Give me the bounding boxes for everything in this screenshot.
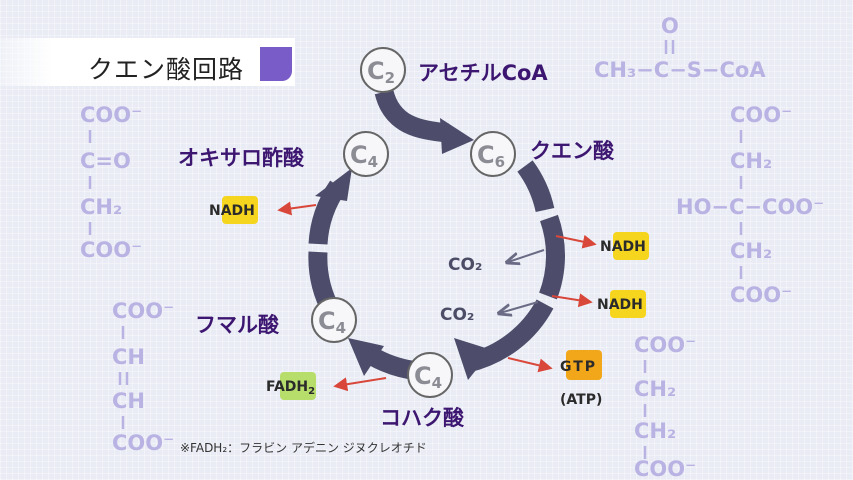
node-label: C4 (318, 307, 346, 337)
title-bar (0, 38, 295, 86)
gtp-badge: GTP (ATP) (560, 350, 602, 408)
badge-bg (222, 196, 258, 224)
node-circle (470, 131, 516, 177)
label-citrate: クエン酸 (530, 139, 615, 163)
citrate-formula: COO⁻ CH₂ HO−C−COO⁻ CH₂ COO⁻ (676, 103, 824, 307)
cycle-arrowhead (454, 338, 492, 380)
formula-line: CH₃−C−S−CoA (594, 58, 766, 82)
co2-label: CO₂ (448, 255, 482, 275)
formula-line: COO⁻ (80, 103, 142, 127)
label-succinate: コハク酸 (380, 406, 465, 430)
formula-line: COO⁻ (112, 299, 174, 323)
badge-text: NADH (597, 297, 643, 313)
node-fumar-c4: C4 (311, 297, 357, 343)
formula-line: COO⁻ (634, 457, 696, 480)
cycle-segment (539, 214, 565, 300)
badge-text: NADH (600, 239, 646, 255)
cycle-arrowhead (315, 168, 352, 201)
label-oxaloacetate: オキサロ酢酸 (178, 146, 305, 170)
title-accent-square (260, 47, 292, 81)
nadh-badge: NADH (597, 290, 646, 318)
fumarate-formula: COO⁻ CH CH COO⁻ (112, 299, 174, 455)
succinate-formula: COO⁻ CH₂ CH₂ COO⁻ (634, 333, 696, 480)
formula-line: CH₂ (80, 195, 122, 219)
badge-text: NADH (209, 203, 255, 219)
node-succ-c4: C4 (407, 352, 453, 398)
node-oxalo-c4: C4 (343, 131, 389, 177)
label-fumarate: フマル酸 (195, 313, 280, 337)
node-acetyl-c2: C2 (360, 47, 406, 93)
cycle-segment (517, 160, 555, 213)
nadh-arrow (277, 201, 317, 216)
footnote: ※FADH₂：フラビン アデニン ジヌクレオチド (180, 440, 427, 455)
node-citrate-c6: C6 (470, 131, 516, 177)
formula-line: CH₂ (730, 149, 772, 173)
formula-line: CH (112, 389, 145, 413)
label-acetyl-coa: アセチルCoA (418, 61, 548, 85)
node-circle (407, 352, 453, 398)
node-circle (360, 47, 406, 93)
formula-line: CH₂ (634, 377, 676, 401)
formula-line: CH (112, 345, 145, 369)
node-circle (311, 297, 357, 343)
node-label: C6 (477, 141, 505, 171)
co2-arrow (508, 249, 545, 262)
atp-label: (ATP) (560, 392, 602, 408)
badge-bg (610, 290, 646, 318)
co2-label: CO₂ (440, 305, 474, 325)
badge-bg (566, 350, 602, 380)
nadh-arrow (555, 234, 597, 249)
gtp-arrow (507, 357, 553, 373)
node-circle (343, 131, 389, 177)
fadh2-badge: FADH2 (266, 372, 316, 400)
formula-line: C=O (80, 149, 131, 173)
badge-text: FADH2 (266, 379, 315, 397)
node-label: C4 (414, 362, 442, 392)
entry-arrowhead (440, 118, 474, 154)
formula-line: CH₂ (730, 239, 772, 263)
formula-line: HO−C−COO⁻ (676, 195, 824, 219)
cycle-arrowhead (348, 338, 384, 376)
formula-line: COO⁻ (730, 283, 792, 307)
badge-text: GTP (560, 359, 597, 375)
acetyl-coa-formula: O CH₃−C−S−CoA (594, 14, 766, 82)
oxaloacetate-formula: COO⁻ C=O CH₂ COO⁻ (80, 103, 142, 262)
badge-bg (280, 372, 316, 400)
nadh-badge: NADH (600, 232, 649, 260)
entry-arrow-shaft (374, 89, 449, 143)
page-title: クエン酸回路 (88, 55, 245, 84)
co2-arrow (500, 301, 539, 313)
node-label: C4 (350, 141, 378, 171)
formula-line: O (661, 14, 679, 38)
formula-line: COO⁻ (112, 431, 174, 455)
nadh-badge: NADH (209, 196, 258, 224)
formula-line: COO⁻ (634, 333, 696, 357)
formula-line: COO⁻ (80, 238, 142, 262)
nadh-arrow (551, 293, 593, 308)
formula-line: CH₂ (634, 419, 676, 443)
node-label: C2 (367, 57, 395, 87)
fadh2-arrow (333, 377, 387, 392)
formula-line: COO⁻ (730, 103, 792, 127)
badge-bg (613, 232, 649, 260)
